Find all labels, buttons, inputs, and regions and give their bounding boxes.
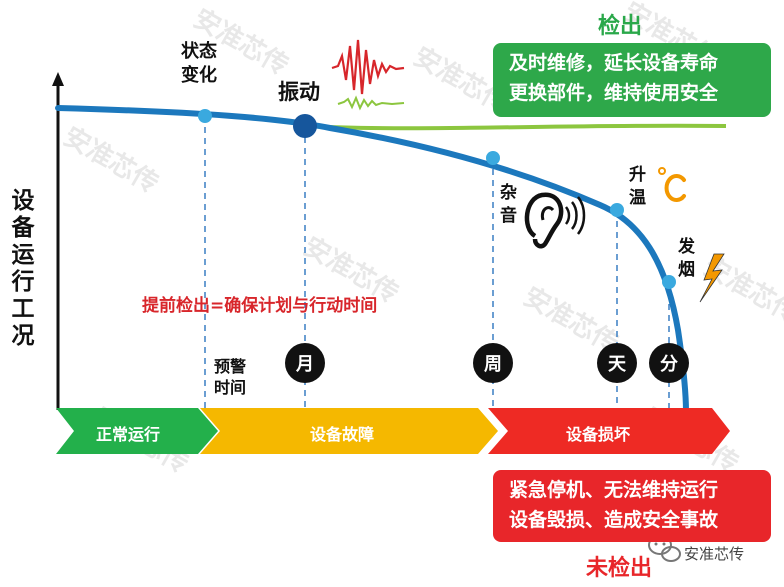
warning-time-label: 预警 时间 (214, 357, 247, 397)
not-detected-line: 紧急停机、无法维持运行 (509, 479, 719, 501)
band-damage (488, 408, 730, 454)
band-fault (200, 408, 498, 454)
footer-brand: 安准芯传 (684, 545, 745, 563)
point-state-change (198, 109, 212, 123)
temperature-label: 升 温 (629, 165, 646, 208)
band-normal (56, 408, 218, 454)
detected-path-line (304, 123, 727, 131)
point-smoke (662, 275, 676, 289)
detected-line: 更换部件，维持使用安全 (509, 82, 719, 104)
point-noise (486, 151, 500, 165)
time-marker-week: 周 (473, 343, 513, 383)
noise-label: 杂 音 (500, 183, 517, 226)
not-detected-box: 紧急停机、无法维持运行 设备毁损、造成安全事故 (493, 470, 771, 542)
band-normal-label: 正常运行 (96, 425, 161, 444)
point-temperature (610, 203, 624, 217)
early-detect-text: 提前检出=确保计划与行动时间 (142, 296, 378, 316)
point-vibration (293, 114, 317, 138)
not-detected-line: 设备毁损、造成安全事故 (509, 509, 719, 531)
degradation-curve (55, 105, 689, 415)
celsius-icon (658, 167, 686, 202)
time-marker-month: 月 (285, 343, 325, 383)
time-marker-minute: 分 (649, 343, 689, 383)
state-change-label: 状态 变化 (181, 41, 217, 86)
band-damage-label: 设备损坏 (566, 425, 631, 444)
detected-box: 及时维修，延长设备寿命 更换部件，维持使用安全 (493, 43, 771, 117)
y-axis-arrow (52, 72, 64, 86)
ear-sound-icon (524, 192, 586, 249)
not-detected-title: 未检出 (586, 556, 653, 581)
lightning-icon (699, 253, 725, 303)
band-fault-label: 设备故障 (310, 425, 375, 444)
detected-line: 及时维修，延长设备寿命 (509, 52, 719, 74)
detected-title: 检出 (598, 14, 643, 39)
smoke-label: 发 烟 (678, 237, 695, 280)
vibration-label: 振动 (278, 80, 320, 104)
y-axis-label: 设备运行工况 (11, 188, 35, 349)
vibration-wave-icon (331, 39, 405, 111)
time-marker-day: 天 (597, 343, 637, 383)
